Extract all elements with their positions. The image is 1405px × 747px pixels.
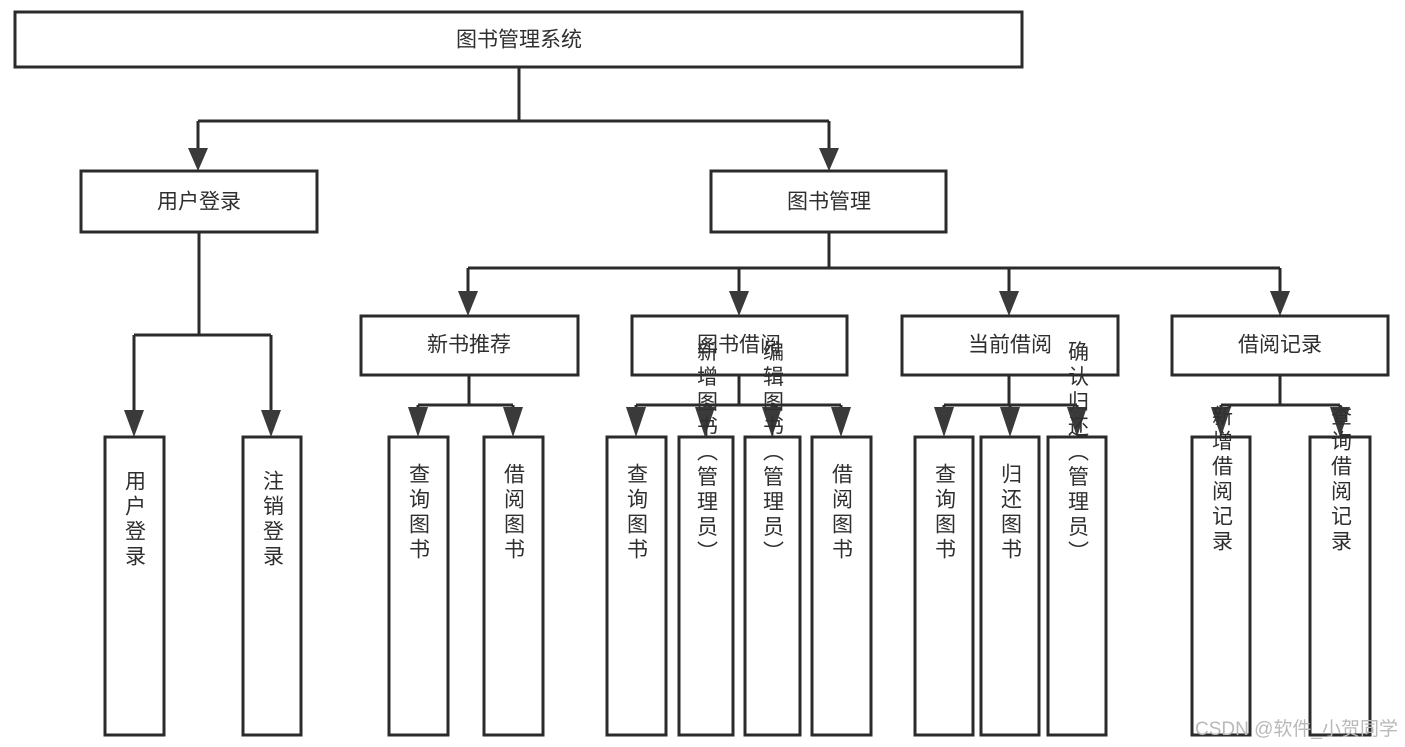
connector-group-borrow-record	[1211, 375, 1350, 437]
arrow-head-icon	[1000, 407, 1020, 437]
connector-group-user-login	[124, 232, 281, 437]
leaf-label-query-book: 查询图书	[933, 463, 957, 563]
arrow-head-icon	[1270, 291, 1290, 316]
connector-group-book-manage	[458, 232, 1290, 316]
arrow-head-icon	[408, 407, 428, 437]
leaf-box[interactable]	[387, 435, 450, 737]
node-label-new-book-recommend: 新书推荐	[427, 334, 511, 357]
arrow-head-icon	[831, 407, 851, 437]
leaf-label-confirm-return-admin: 确认归还（管理员）	[1066, 341, 1090, 566]
leaf-box[interactable]	[979, 435, 1041, 737]
leaf-node-borrow-query-book[interactable]: 查询图书	[605, 435, 668, 737]
arrow-head-icon	[503, 407, 523, 437]
leaf-node-recommend-borrow-book[interactable]: 借阅图书	[482, 435, 545, 737]
leaf-box[interactable]	[1046, 435, 1108, 737]
leaf-label-add-book-admin: 新增图书（管理员）	[695, 341, 719, 566]
node-box-current-borrow[interactable]	[900, 314, 1120, 377]
arrow-head-icon	[819, 148, 839, 171]
leaf-label-borrow-book: 借阅图书	[502, 463, 526, 563]
node-box-book-borrow[interactable]	[630, 314, 849, 377]
leaf-label-add-borrow-record: 新增借阅记录	[1210, 405, 1234, 555]
leaf-node-current-query-book[interactable]: 查询图书	[913, 435, 975, 737]
leaf-box[interactable]	[743, 435, 802, 737]
leaf-box[interactable]	[241, 435, 303, 737]
node-borrow-record[interactable]: 借阅记录	[1170, 314, 1390, 377]
node-label-borrow-record: 借阅记录	[1238, 334, 1322, 357]
leaf-node-record-query-record[interactable]: 查询借阅记录	[1308, 405, 1372, 737]
node-root-system[interactable]: 图书管理系统	[13, 10, 1024, 69]
csdn-watermark: CSDN @软件_小贺同学	[1195, 718, 1398, 740]
arrow-head-icon	[695, 407, 715, 437]
arrow-head-icon	[626, 407, 646, 437]
connector-group-current-borrow	[934, 375, 1087, 437]
node-label-book-management: 图书管理	[787, 191, 871, 214]
leaf-box[interactable]	[1308, 435, 1372, 737]
node-user-login[interactable]: 用户登录	[79, 169, 319, 234]
node-label-root: 图书管理系统	[456, 29, 582, 52]
arrow-head-icon	[458, 291, 478, 316]
leaf-label-borrow-book: 借阅图书	[830, 463, 854, 563]
arrow-head-icon	[1067, 407, 1087, 437]
leaf-node-borrow-edit-book[interactable]: 编辑图书（管理员）	[743, 341, 802, 737]
node-book-management[interactable]: 图书管理	[709, 169, 948, 234]
node-book-borrow[interactable]: 图书借阅	[630, 314, 849, 377]
leaf-node-borrow-add-book[interactable]: 新增图书（管理员）	[677, 341, 735, 737]
arrow-head-icon	[762, 407, 782, 437]
node-label-user-login: 用户登录	[157, 191, 241, 214]
leaf-box[interactable]	[810, 435, 873, 737]
node-label-book-borrow: 图书借阅	[697, 334, 781, 357]
leaf-node-user-login-logout[interactable]: 注销登录	[241, 435, 303, 737]
leaf-box[interactable]	[103, 435, 166, 737]
leaf-label-return-book: 归还图书	[999, 463, 1023, 563]
leaf-box[interactable]	[1190, 435, 1252, 737]
arrow-head-icon	[1211, 407, 1231, 437]
leaf-label-query-book: 查询图书	[625, 463, 649, 563]
node-box-book-management[interactable]	[709, 169, 948, 234]
leaf-box[interactable]	[913, 435, 975, 737]
leaf-label-user-login: 用户登录	[123, 470, 147, 570]
node-label-current-borrow: 当前借阅	[968, 334, 1052, 357]
connector-group-book-borrow	[626, 375, 851, 437]
leaf-label-edit-book-admin: 编辑图书（管理员）	[761, 341, 785, 566]
arrow-head-icon	[729, 291, 749, 316]
node-current-borrow[interactable]: 当前借阅	[900, 314, 1120, 377]
arrow-head-icon	[261, 410, 281, 437]
leaf-box[interactable]	[677, 435, 735, 737]
arrow-head-icon	[124, 410, 144, 437]
leaf-node-recommend-query-book[interactable]: 查询图书	[387, 435, 450, 737]
leaf-label-query-borrow-record: 查询借阅记录	[1329, 405, 1353, 555]
leaf-node-current-return-book[interactable]: 归还图书	[979, 435, 1041, 737]
arrow-head-icon	[1330, 407, 1350, 437]
connector-group-new-book	[408, 375, 523, 437]
connector-group-root	[188, 67, 839, 171]
arrow-head-icon	[934, 407, 954, 437]
leaf-node-borrow-borrow-book[interactable]: 借阅图书	[810, 435, 873, 737]
node-box-new-book-recommend[interactable]	[359, 314, 580, 377]
node-box-borrow-record[interactable]	[1170, 314, 1390, 377]
arrow-head-icon	[999, 291, 1019, 316]
arrow-head-icon	[188, 148, 208, 171]
leaf-box[interactable]	[605, 435, 668, 737]
node-box-root[interactable]	[13, 10, 1024, 69]
leaf-node-record-add-record[interactable]: 新增借阅记录	[1190, 405, 1252, 737]
leaf-node-user-login-login[interactable]: 用户登录	[103, 435, 166, 737]
leaf-box[interactable]	[482, 435, 545, 737]
leaf-node-current-confirm-return[interactable]: 确认归还（管理员）	[1046, 341, 1108, 737]
leaf-label-query-book: 查询图书	[407, 463, 431, 563]
leaf-label-logout: 注销登录	[261, 470, 285, 570]
node-new-book-recommend[interactable]: 新书推荐	[359, 314, 580, 377]
node-box-user-login[interactable]	[79, 169, 319, 234]
